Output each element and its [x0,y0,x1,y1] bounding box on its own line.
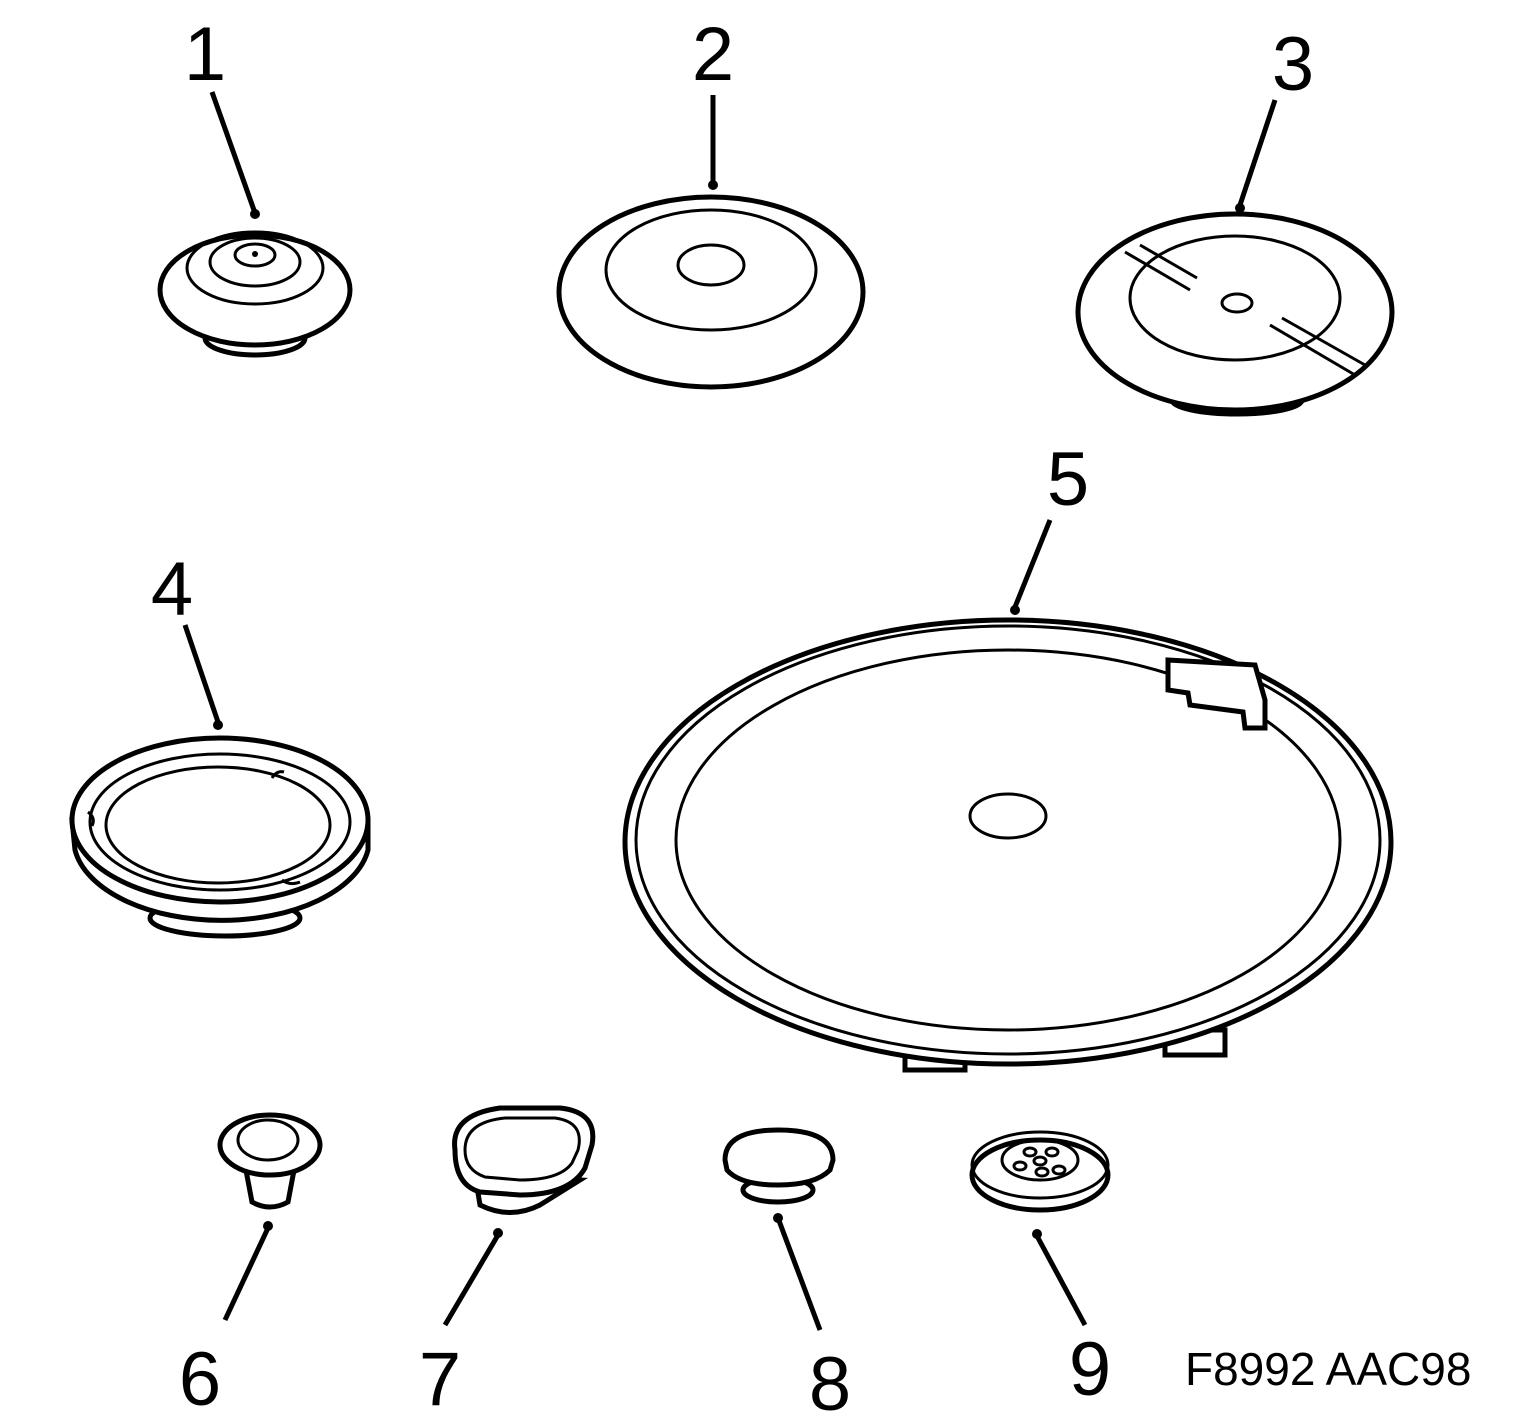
callout-4: 4 [151,547,193,632]
leader-dot-4 [213,720,223,730]
part-2-plug [556,194,866,390]
leader-line-8 [775,1217,823,1331]
part-5-large-cover [622,617,1394,1073]
part-3-plug [1075,211,1395,417]
callout-6: 6 [179,1337,221,1421]
leader-dot-2 [708,180,718,190]
callout-2: 2 [692,12,734,97]
figure-code: F8992 AAC98 [1185,1343,1471,1395]
leader-dot-1 [250,209,260,219]
part-8-cap-plug [722,1127,836,1205]
leader-dot-5 [1010,605,1020,615]
part-9-vent-grommet [969,1130,1111,1213]
leader-dot-6 [263,1221,273,1231]
leader-dot-9 [1032,1229,1042,1239]
callout-5: 5 [1047,437,1089,522]
leader-line-4 [182,624,221,723]
leader-line-1 [209,91,258,214]
leader-line-7 [442,1233,501,1327]
part-7-oval-plug [452,1105,596,1215]
leader-line-3 [1237,99,1278,206]
part-1-grommet [157,230,353,358]
part-4-ring-grommet [69,735,371,939]
leader-line-6 [222,1226,271,1322]
part-6-push-plug [217,1112,323,1210]
callout-9: 9 [1069,1327,1111,1412]
callout-8: 8 [809,1342,851,1421]
leader-dot-7 [493,1228,503,1238]
leader-dot-8 [773,1213,783,1223]
callout-3: 3 [1272,22,1314,107]
callout-1: 1 [184,12,226,97]
leader-dot-3 [1235,203,1245,213]
leader-line-5 [1012,519,1053,608]
leader-line-9 [1034,1234,1088,1327]
callout-7: 7 [419,1337,461,1421]
